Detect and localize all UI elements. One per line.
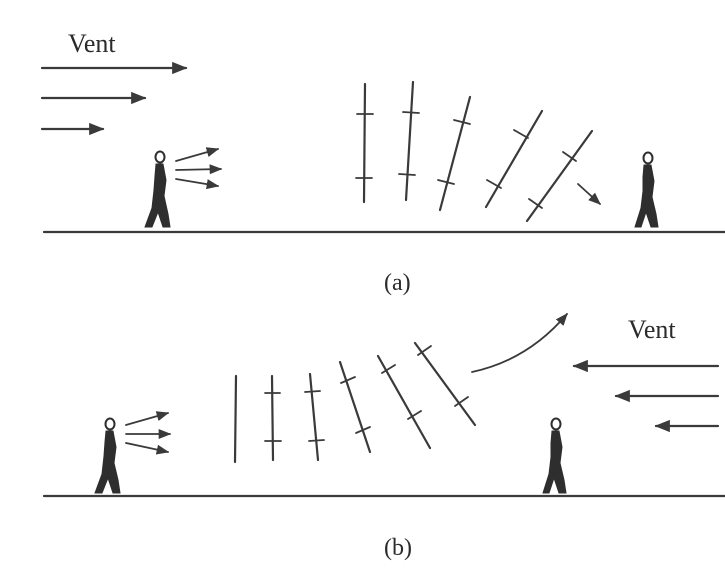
wavefront-line (362, 82, 367, 204)
panel-a: Vent (40, 29, 725, 296)
panel-caption: (b) (384, 535, 412, 561)
wind-arrows (40, 61, 188, 136)
panel-b: Vent (42, 313, 725, 561)
wavefront-line (404, 80, 415, 202)
wind-label: Vent (68, 29, 116, 58)
sound-ray-arrow (175, 164, 223, 175)
wavefront-line (308, 372, 320, 462)
wavefront-line (376, 354, 432, 450)
listener-figure (542, 417, 567, 494)
wind-arrows (572, 359, 720, 433)
sound-ray-arrow (175, 178, 220, 190)
wind-label: Vent (628, 315, 676, 344)
wavefront-line (484, 109, 544, 209)
sound-rays (175, 147, 223, 190)
wavefront-line (413, 341, 477, 427)
sound-rays (125, 411, 172, 455)
sound-ray-arrow (175, 147, 220, 162)
wavefront-line (233, 374, 238, 464)
speaker-figure (94, 417, 121, 494)
wavefronts (233, 341, 477, 464)
sound-ray-arrow (125, 442, 170, 455)
listener-figure (634, 151, 659, 228)
speaker-figure (144, 150, 171, 228)
wavefront-line (525, 129, 594, 223)
refracted-ray-arrow (471, 313, 568, 373)
sound-ray-arrow (125, 411, 170, 426)
wavefronts (355, 80, 594, 223)
panel-caption: (a) (384, 270, 411, 296)
wavefront-line (270, 374, 275, 462)
refracted-ray-arrow (577, 183, 601, 205)
wavefront-line (438, 95, 472, 212)
wavefront-line (338, 360, 372, 454)
